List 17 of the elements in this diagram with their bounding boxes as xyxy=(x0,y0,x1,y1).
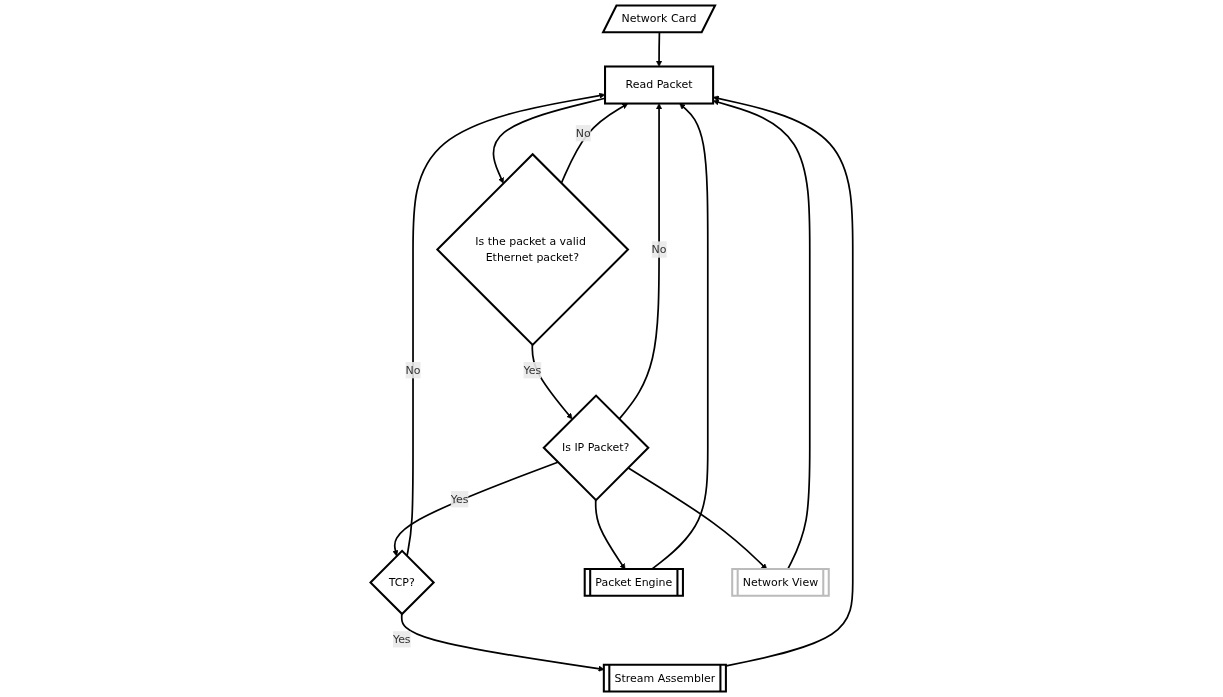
arrow xyxy=(627,466,768,570)
edge-label: No xyxy=(575,126,591,140)
edge-label: Yes xyxy=(523,363,542,377)
edge-label: Yes xyxy=(450,492,469,506)
edge-label: No xyxy=(405,363,421,377)
arrow xyxy=(618,103,662,420)
node-box: Read Packet xyxy=(603,65,714,105)
arrow xyxy=(560,103,628,185)
node-diamond: Is IP Packet? xyxy=(542,394,650,502)
arrow xyxy=(712,95,854,667)
edge-label: Yes xyxy=(392,632,411,646)
node-diamond: TCP? xyxy=(368,549,435,616)
arrow xyxy=(392,461,559,557)
node-diamond: Is the packet a valid Ethernet packet? xyxy=(435,152,630,347)
arrow xyxy=(594,499,626,570)
arrow xyxy=(531,344,573,420)
edge-label: No xyxy=(651,242,667,256)
